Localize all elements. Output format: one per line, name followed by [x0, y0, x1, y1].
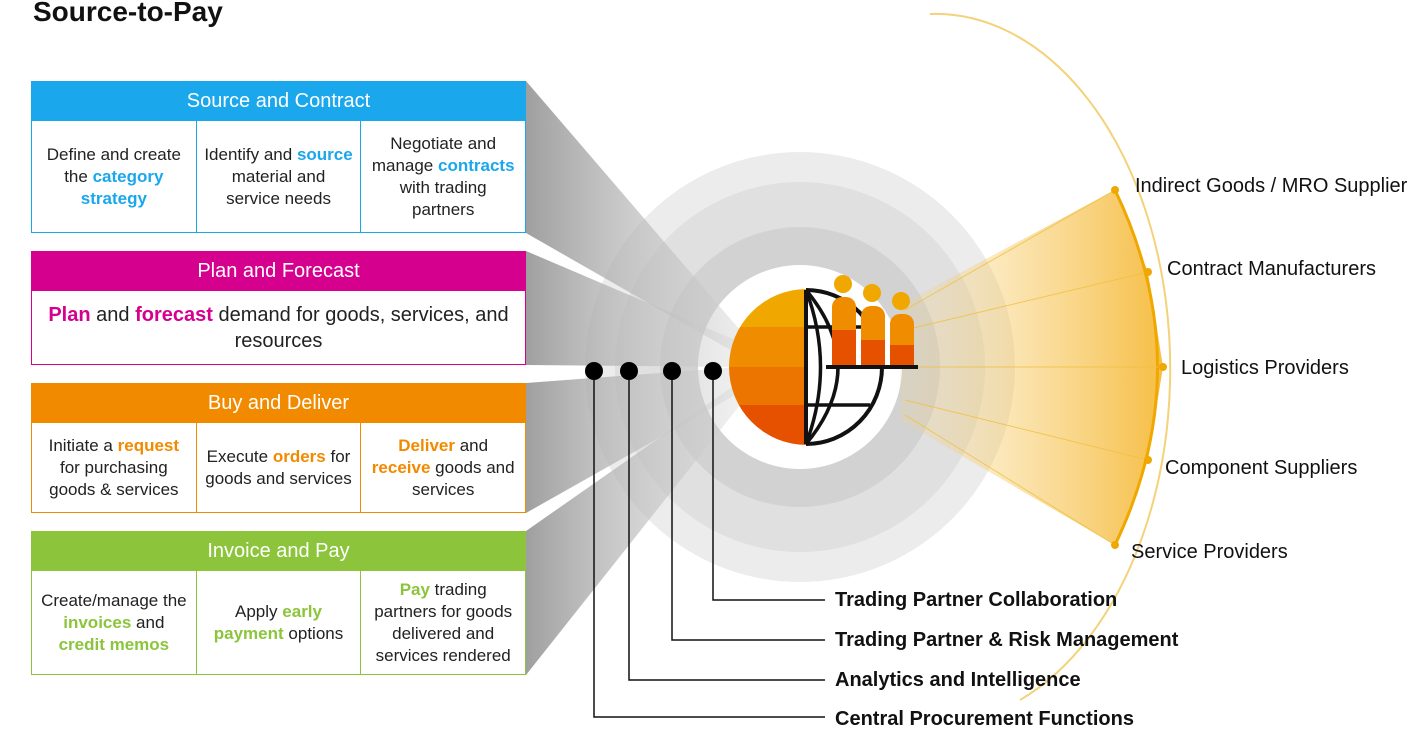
- connector-risk: [671, 371, 825, 641]
- invoice-cell-early-payment: Apply early payment options: [195, 571, 361, 674]
- function-label: Trading Partner Collaboration: [835, 589, 1118, 611]
- invoice-cell-pay: Pay trading partners for goods delivered…: [360, 571, 525, 674]
- beam-source: [526, 81, 760, 367]
- plan-cell: Plan and forecast demand for goods, serv…: [32, 291, 525, 364]
- buy-cell-text: for purchasing goods & services: [49, 457, 179, 499]
- people-icon: [826, 275, 918, 369]
- buy-cell-request: Initiate a request for purchasing goods …: [32, 423, 196, 512]
- supplier-label: Service Providers: [1131, 541, 1288, 563]
- buy-cell-text: Initiate a: [48, 435, 113, 455]
- supplier-dot: [1111, 186, 1119, 194]
- function-label: Central Procurement Functions: [835, 708, 1134, 730]
- supplier-dot: [1144, 268, 1152, 276]
- source-cell-highlight: contracts: [438, 155, 515, 175]
- fan-rays: [904, 189, 1163, 546]
- plan-and-forecast-header: Plan and Forecast: [32, 252, 525, 291]
- invoice-cell-text: options: [288, 623, 344, 643]
- invoice-and-pay-block: Invoice and Pay Create/manage the invoic…: [31, 531, 526, 675]
- invoice-cell-text: Apply: [235, 601, 278, 621]
- source-and-contract-header: Source and Contract: [32, 82, 525, 121]
- buy-cell-text: and: [459, 435, 489, 455]
- connector-collaboration: [712, 371, 825, 601]
- plan-highlight: forecast: [135, 303, 213, 326]
- buy-and-deliver-header: Buy and Deliver: [32, 384, 525, 423]
- function-dot: [620, 362, 638, 380]
- plan-highlight: Plan: [48, 303, 91, 326]
- buy-cell-highlight: request: [117, 435, 180, 455]
- connector-analytics: [628, 371, 825, 681]
- function-dot: [704, 362, 722, 380]
- plan-text: demand for goods, services, and resource…: [218, 303, 509, 352]
- invoice-cell-invoices: Create/manage the invoices and credit me…: [32, 571, 196, 674]
- supplier-dot: [1144, 456, 1152, 464]
- supplier-dot: [1111, 541, 1119, 549]
- buy-cell-text: Execute: [206, 446, 269, 466]
- invoice-and-pay-header: Invoice and Pay: [32, 532, 525, 571]
- source-cell-highlight: source: [296, 144, 353, 164]
- supplier-label: Logistics Providers: [1181, 357, 1349, 379]
- outer-arc: [929, 12, 1172, 701]
- page-title: Source-to-Pay: [33, 0, 223, 27]
- invoice-cell-text: trading partners for goods delivered and…: [374, 579, 513, 665]
- source-cell-text: Negotiate and manage: [371, 133, 497, 175]
- invoice-cell-highlight: invoices: [63, 612, 132, 632]
- buy-cell-highlight: receive: [371, 457, 431, 477]
- buy-cell-text: for goods and services: [205, 446, 352, 488]
- source-cell-highlight: category strategy: [80, 166, 164, 208]
- function-dot: [585, 362, 603, 380]
- connector-central: [593, 371, 825, 718]
- invoice-cell-text: and: [136, 612, 165, 632]
- invoice-cell-highlight: Pay: [399, 579, 430, 599]
- beam-plan: [526, 251, 740, 367]
- function-label: Analytics and Intelligence: [835, 669, 1081, 691]
- beam-invoice: [526, 385, 740, 675]
- source-and-contract-block: Source and Contract Define and create th…: [31, 81, 526, 233]
- supplier-label: Indirect Goods / MRO Supplier: [1135, 175, 1408, 197]
- source-cell-material: Identify and source material and service…: [195, 121, 361, 232]
- plan-and-forecast-block: Plan and Forecast Plan and forecast dema…: [31, 251, 526, 365]
- source-cell-text: Define and create the: [46, 144, 181, 186]
- function-label: Trading Partner & Risk Management: [835, 629, 1179, 651]
- source-cell-text: material and service needs: [226, 166, 331, 208]
- supplier-label: Contract Manufacturers: [1167, 258, 1376, 280]
- function-dot: [663, 362, 681, 380]
- supplier-label: Component Suppliers: [1165, 457, 1358, 479]
- source-cell-text: Identify and: [204, 144, 293, 164]
- buy-cell-highlight: orders: [272, 446, 326, 466]
- source-cell-category: Define and create the category strategy: [32, 121, 196, 232]
- invoice-cell-highlight: credit memos: [58, 634, 170, 654]
- source-cell-text: with trading partners: [399, 177, 487, 219]
- invoice-cell-text: Create/manage the: [41, 590, 187, 610]
- source-cell-contracts: Negotiate and manage contracts with trad…: [360, 121, 525, 232]
- buy-and-deliver-block: Buy and Deliver Initiate a request for p…: [31, 383, 526, 513]
- buy-cell-text: goods and services: [412, 457, 515, 499]
- buy-cell-highlight: Deliver: [398, 435, 455, 455]
- supplier-dot: [1159, 363, 1167, 371]
- buy-cell-receive: Deliver and receive goods and services: [360, 423, 525, 512]
- buy-cell-orders: Execute orders for goods and services: [195, 423, 361, 512]
- plan-text: and: [96, 303, 130, 326]
- invoice-cell-highlight: early payment: [213, 601, 322, 643]
- beam-buy: [526, 367, 740, 513]
